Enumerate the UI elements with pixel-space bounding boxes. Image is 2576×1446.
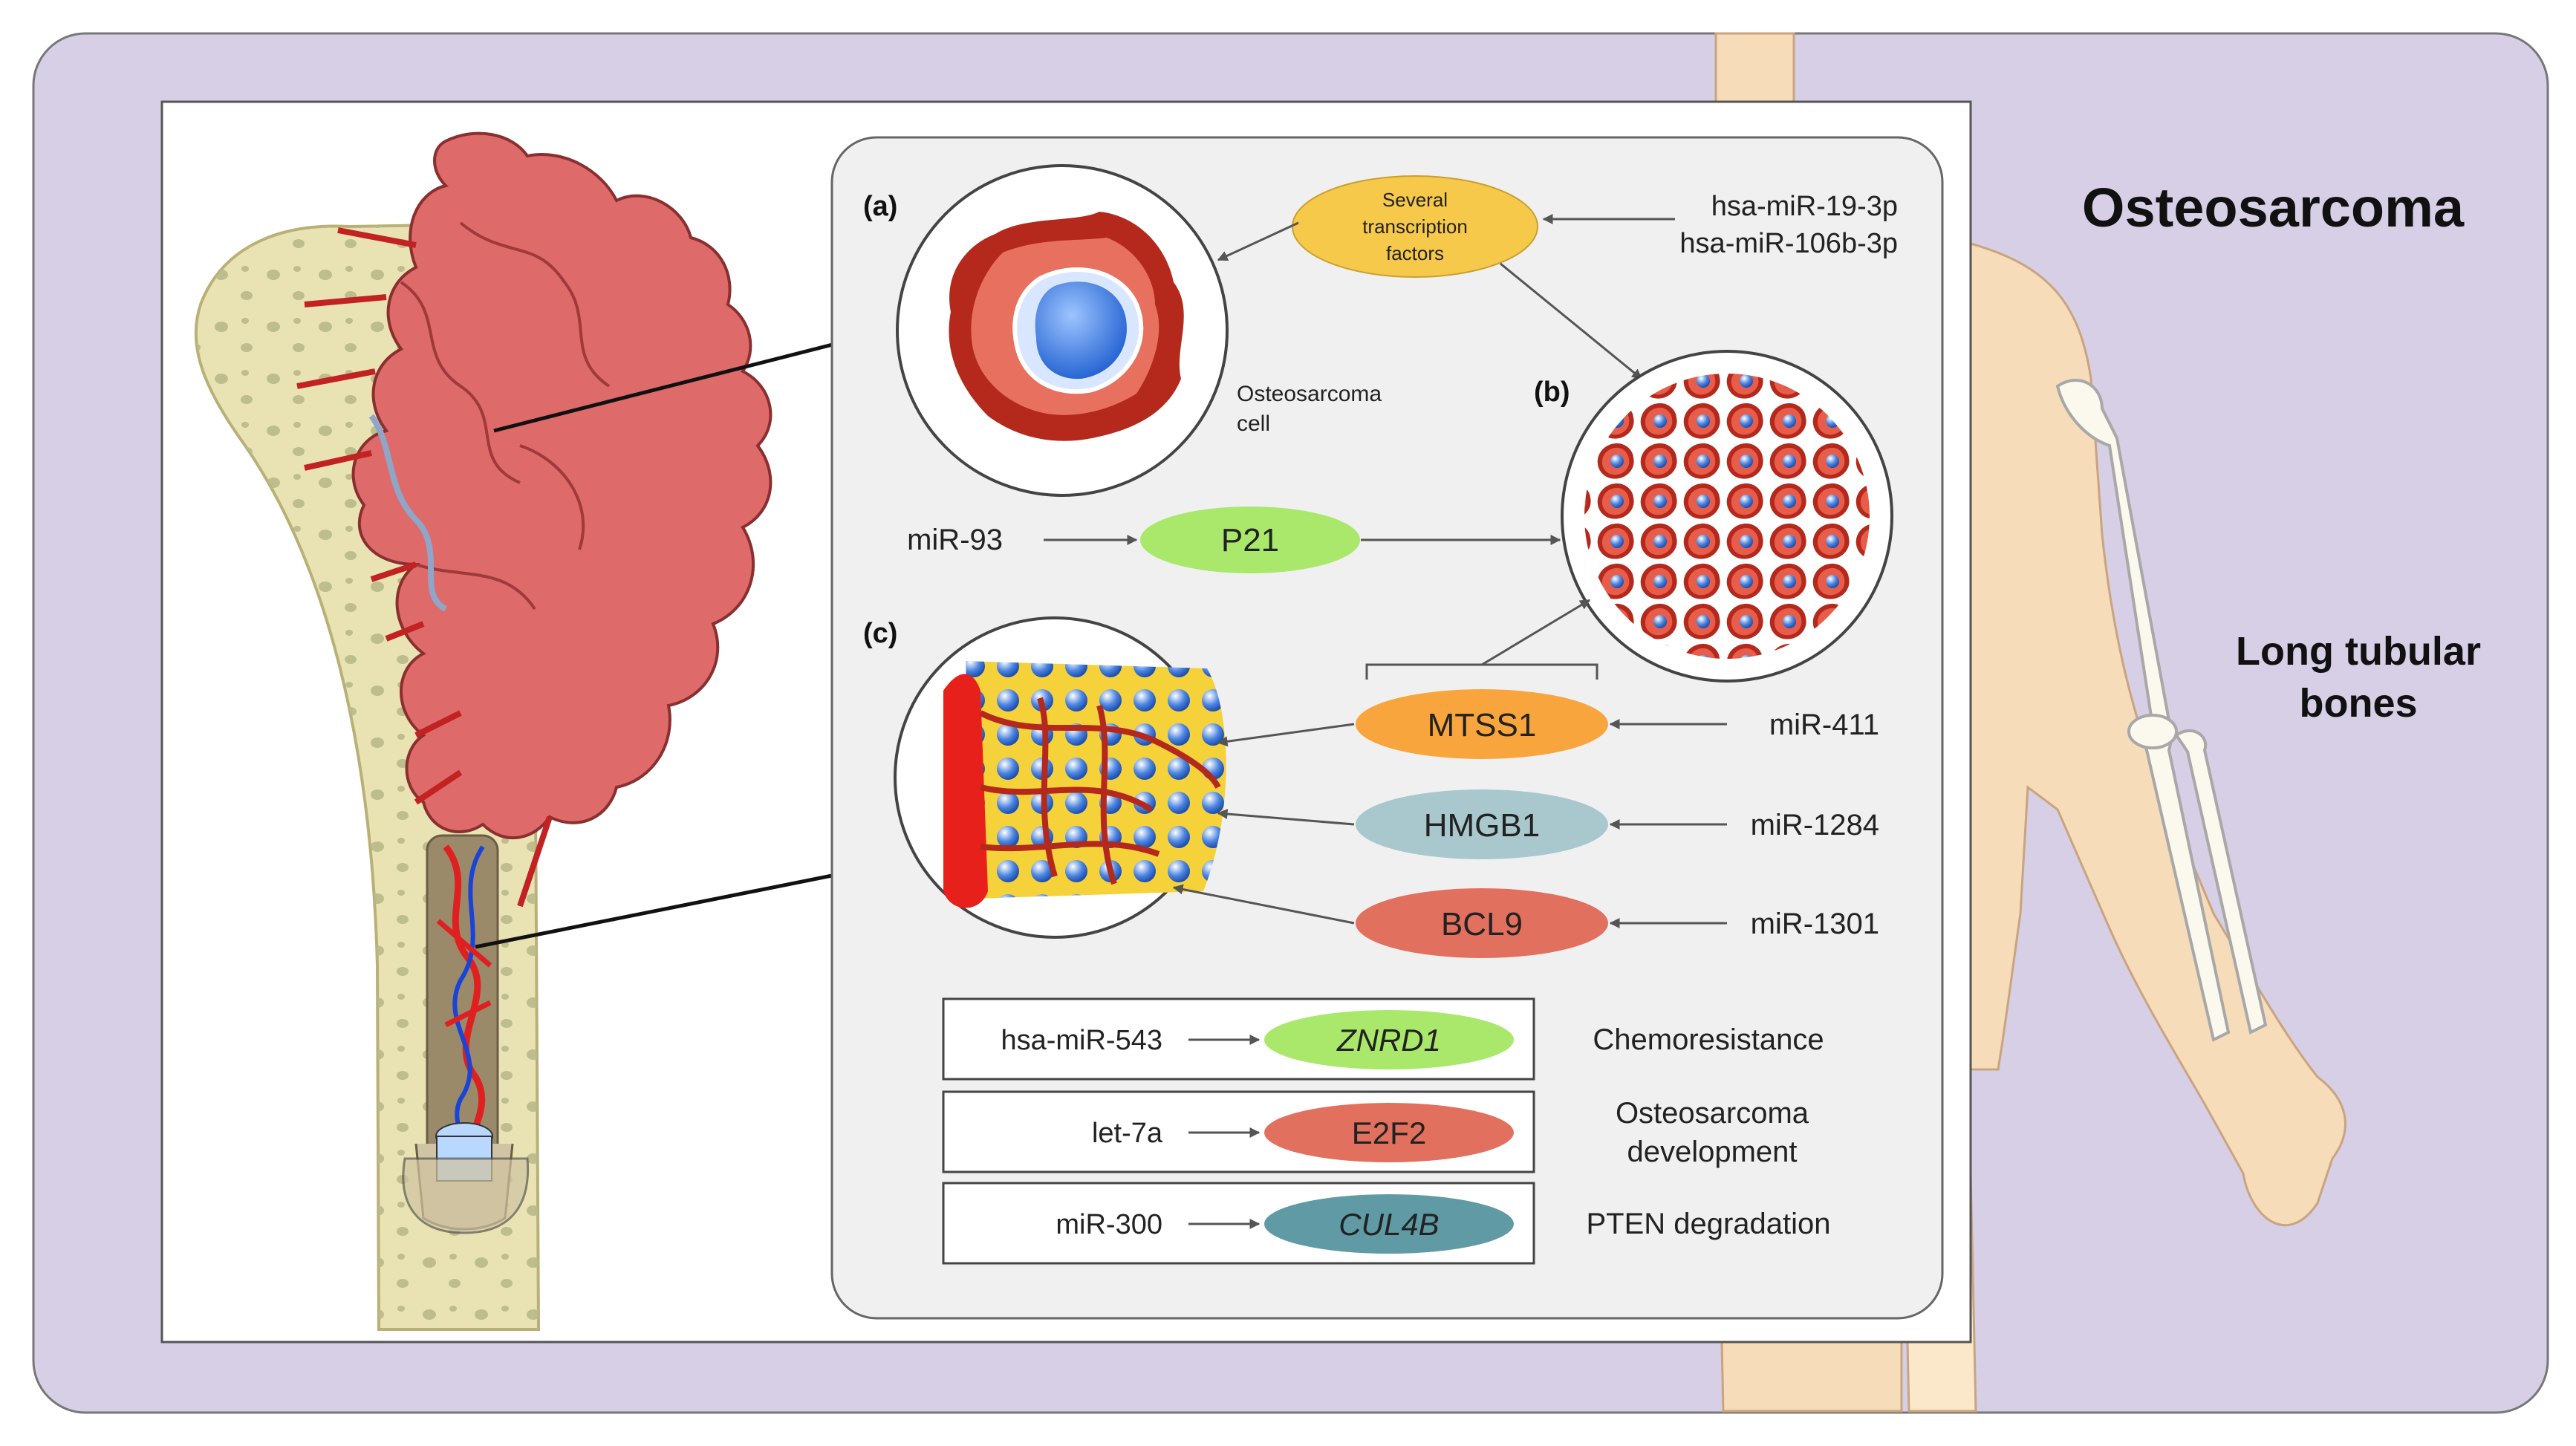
- hmgb1-label: HMGB1: [1424, 807, 1540, 844]
- box-target-e2f2: E2F2: [1352, 1116, 1426, 1150]
- angiogenesis-circle: [894, 616, 1226, 939]
- mirna-hmgb1: miR-1284: [1751, 809, 1879, 841]
- mtss1-label: MTSS1: [1428, 707, 1537, 743]
- mirna-bcl9: miR-1301: [1751, 908, 1879, 940]
- box-mirna-znrd1: hsa-miR-543: [1001, 1025, 1162, 1056]
- figure-title: Osteosarcoma: [2082, 177, 2465, 238]
- box-effect-e2f2-line-2: development: [1627, 1136, 1797, 1168]
- tumor-tissue-circle: [1561, 350, 1893, 683]
- p21-mirna: miR-93: [907, 524, 1003, 556]
- box-effect-e2f2-line-1: Osteosarcoma: [1616, 1097, 1809, 1130]
- box-effect-znrd1: Chemoresistance: [1593, 1023, 1824, 1056]
- side-label-line-1: Long tubular: [2236, 629, 2481, 674]
- box-ellipse-cul4b: [1264, 1194, 1514, 1254]
- box-mirna-cul4b: miR-300: [1056, 1209, 1162, 1240]
- side-label-line-2: bones: [2299, 681, 2417, 726]
- mtss1-ellipse: [1356, 689, 1608, 759]
- mirna-top-1: hsa-miR-19-3p: [1711, 191, 1898, 222]
- bcl9-label: BCL9: [1441, 906, 1523, 942]
- box-target-cul4b: CUL4B: [1339, 1207, 1439, 1242]
- osteosarcoma-cell-circle: [896, 164, 1229, 497]
- bottom-boxes-group: hsa-miR-543 ZNRD1 Chemoresistance let-7a E2F…: [942, 997, 1831, 1265]
- box-effect-cul4b: PTEN degradation: [1586, 1208, 1830, 1240]
- box-target-znrd1: ZNRD1: [1336, 1023, 1441, 1058]
- arrow-bracket-to-tissue: [1481, 599, 1591, 666]
- box-ellipse-znrd1: [1264, 1010, 1514, 1069]
- mirna-top-2: hsa-miR-106b-3p: [1679, 228, 1898, 259]
- arrow-tf-to-cell: [1217, 221, 1299, 261]
- hmgb1-ellipse: [1356, 789, 1608, 859]
- tf-label-line-1: Several: [1382, 189, 1448, 211]
- box-mirna-e2f2: let-7a: [1092, 1118, 1163, 1149]
- bcl9-ellipse: [1356, 888, 1608, 958]
- box-ellipse-e2f2: [1264, 1103, 1514, 1162]
- tf-label-line-3: factors: [1386, 242, 1444, 264]
- arrow-bcl9-to-vessels: [1172, 884, 1355, 925]
- panel-c-label: (c): [863, 618, 897, 649]
- arrow-tf-to-tissue: [1500, 262, 1643, 380]
- arm-bones: [2055, 378, 2268, 1042]
- panel-a-label: (a): [863, 191, 897, 222]
- panel-b-label: (b): [1534, 377, 1570, 408]
- arrow-hmgb1-to-vessels: [1217, 809, 1355, 826]
- tumor-mass: [296, 131, 773, 908]
- arrow-mtss1-to-vessels: [1217, 723, 1355, 747]
- cell-label-line-2: cell: [1237, 411, 1270, 436]
- p21-label: P21: [1221, 522, 1279, 558]
- cell-label-line-1: Osteosarcoma: [1237, 382, 1382, 406]
- tf-label-line-2: transcription: [1362, 215, 1468, 238]
- p21-ellipse: [1140, 507, 1360, 573]
- mirna-mtss1: miR-411: [1769, 709, 1879, 741]
